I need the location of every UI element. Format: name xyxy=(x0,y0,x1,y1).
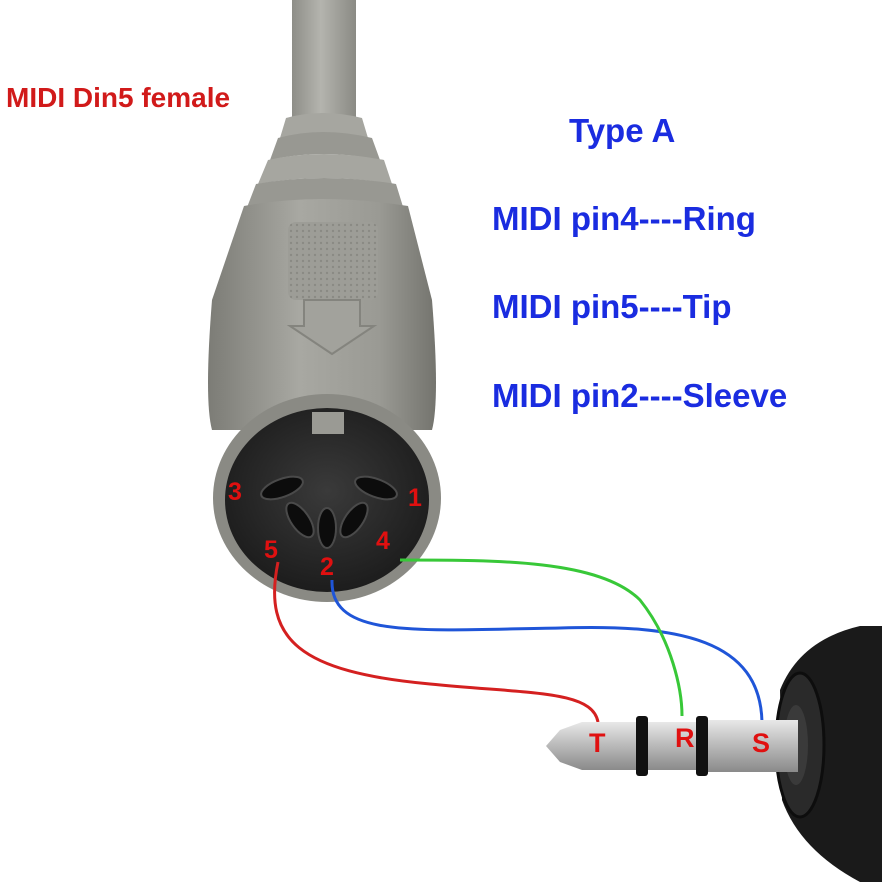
type-label: Type A xyxy=(569,112,676,149)
connector-title: MIDI Din5 female xyxy=(6,82,231,113)
grip-pattern xyxy=(288,222,378,300)
down-arrow-icon xyxy=(286,299,378,356)
pin-number-3: 3 xyxy=(228,478,242,506)
cable xyxy=(292,0,356,120)
plug-tip-label: T xyxy=(589,728,606,758)
pin-number-4: 4 xyxy=(376,527,390,555)
trs-plug-tip-point xyxy=(546,722,582,770)
trs-plug xyxy=(546,626,882,882)
pin-number-2: 2 xyxy=(320,553,334,581)
pin-number-1: 1 xyxy=(408,484,422,512)
plug-sleeve-label: S xyxy=(752,728,771,758)
insulator-ring-1 xyxy=(636,716,648,776)
red-wire xyxy=(273,561,600,723)
trs-plug-sleeve xyxy=(706,720,798,772)
strain-relief xyxy=(246,113,404,210)
plug-ring-label: R xyxy=(675,723,695,753)
din-pin-holes xyxy=(260,475,398,549)
din-key-notch xyxy=(312,412,344,434)
pin-mapping-line: MIDI pin2----Sleeve xyxy=(492,377,788,414)
trs-plug-ring xyxy=(648,722,698,770)
trs-plug-tip xyxy=(582,722,638,770)
pin-mapping-line: MIDI pin4----Ring xyxy=(492,200,756,237)
blue-wire xyxy=(330,579,764,723)
pin-number-5: 5 xyxy=(264,536,278,564)
green-wire xyxy=(399,558,684,717)
din-socket-face xyxy=(225,408,429,592)
pin-mapping-line: MIDI pin5----Tip xyxy=(492,288,732,325)
insulator-ring-2 xyxy=(696,716,708,776)
